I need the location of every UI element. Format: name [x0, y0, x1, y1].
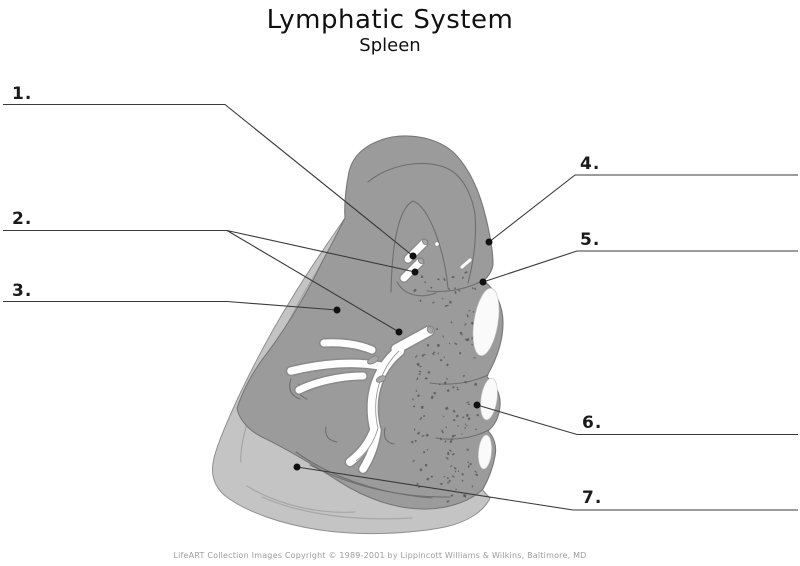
vessel-speck — [435, 242, 439, 246]
marker-dot-1 — [409, 252, 417, 260]
vessel-cut-openings — [367, 238, 434, 383]
marker-dot-3 — [333, 306, 341, 314]
leader-lines — [3, 103, 798, 511]
marker-dot-7 — [293, 463, 301, 471]
page-subtitle: Spleen — [359, 35, 421, 56]
leader-line-7 — [296, 466, 798, 511]
marker-dot-5 — [479, 278, 487, 286]
figure-label-7: 7. — [582, 488, 603, 508]
leader-line-2 — [3, 229, 416, 333]
figure-label-6: 6. — [582, 413, 603, 433]
title-block: Lymphatic System Spleen — [0, 5, 780, 57]
figure-label-1: 1. — [12, 84, 33, 104]
figure-label-3: 3. — [12, 281, 33, 301]
spleen-body-shape — [236, 135, 504, 510]
leader-line-5 — [482, 250, 798, 283]
marker-dot-4 — [485, 238, 493, 246]
vessel-inner-line — [355, 350, 400, 462]
spleen-body-creases — [289, 162, 490, 499]
leader-line-3 — [3, 300, 338, 311]
marker-dot-2a — [411, 268, 419, 276]
figure-label-2: 2. — [12, 209, 33, 229]
marker-dot-6 — [473, 401, 481, 409]
leader-line-6 — [476, 404, 798, 436]
page-title: Lymphatic System — [266, 5, 514, 35]
copyright-notice: LifeART Collection Images Copyright © 19… — [173, 551, 587, 560]
marker-dot-2b — [395, 328, 403, 336]
stipple-dots — [410, 271, 480, 503]
figure-label-4: 4. — [580, 154, 601, 174]
leader-line-4 — [488, 174, 798, 243]
leader-dots — [293, 238, 493, 471]
figure-label-5: 5. — [580, 230, 601, 250]
leader-line-1 — [3, 103, 414, 257]
